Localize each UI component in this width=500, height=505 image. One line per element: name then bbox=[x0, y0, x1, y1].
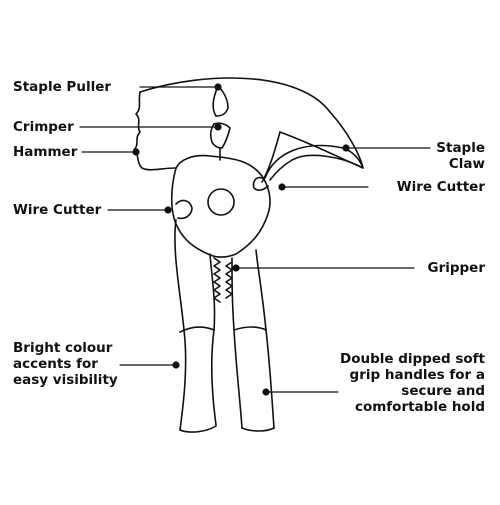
left-handle bbox=[174, 219, 187, 431]
label-double-dipped-line-3: secure and bbox=[401, 383, 485, 399]
label-bright-colour-line-3: easy visibility bbox=[13, 372, 118, 388]
label-wire-cutter-right: Wire Cutter bbox=[396, 179, 485, 195]
staple-claw bbox=[264, 144, 364, 181]
label-wire-cutter-left: Wire Cutter bbox=[13, 202, 102, 218]
label-bright-colour: Bright colour accents for easy visibilit… bbox=[13, 340, 118, 388]
left-grip-top bbox=[179, 326, 215, 333]
label-double-dipped-line-1: Double dipped soft bbox=[339, 351, 485, 367]
pivot-hole bbox=[207, 188, 235, 216]
staple-puller-notch bbox=[212, 85, 229, 117]
right-handle bbox=[255, 249, 275, 429]
gripper-teeth-right bbox=[225, 261, 233, 299]
left-grip-bottom bbox=[179, 425, 217, 433]
label-bright-colour-line-2: accents for bbox=[13, 356, 98, 372]
label-double-dipped-line-2: grip handles for a bbox=[349, 367, 485, 383]
gripper-teeth bbox=[213, 257, 221, 303]
leaders-right bbox=[232, 144, 431, 396]
right-grip-bottom bbox=[241, 427, 275, 432]
leaders-left bbox=[79, 83, 222, 369]
label-gripper: Gripper bbox=[427, 260, 485, 276]
claw-head-outline bbox=[139, 77, 364, 169]
wire-cutter-left-notch bbox=[175, 199, 193, 220]
wire-cutter-right-notch bbox=[252, 176, 269, 191]
right-grip-top bbox=[233, 326, 267, 331]
label-staple-claw-line-1: Staple bbox=[436, 140, 485, 156]
claw-inner-edge bbox=[261, 131, 281, 183]
jaw-body bbox=[170, 154, 271, 258]
crimper-notch bbox=[209, 122, 231, 149]
label-staple-claw: Staple Claw bbox=[436, 140, 485, 172]
label-hammer: Hammer bbox=[13, 144, 78, 160]
label-bright-colour-line-1: Bright colour bbox=[13, 340, 113, 356]
label-double-dipped: Double dipped soft grip handles for a se… bbox=[340, 351, 485, 415]
left-handle-inner bbox=[209, 253, 217, 426]
label-crimper: Crimper bbox=[13, 119, 74, 135]
label-staple-claw-line-2: Claw bbox=[448, 156, 485, 172]
right-handle-inner bbox=[231, 257, 243, 429]
serrated-back bbox=[133, 91, 177, 171]
label-staple-puller: Staple Puller bbox=[13, 79, 112, 95]
label-double-dipped-line-4: comfortable hold bbox=[354, 399, 485, 415]
